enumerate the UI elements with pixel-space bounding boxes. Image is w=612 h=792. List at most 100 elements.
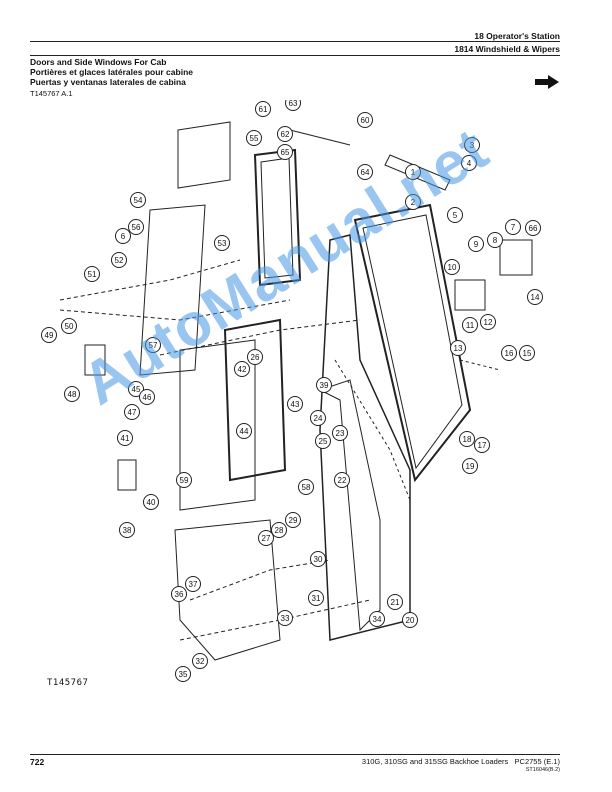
callout-10: 10: [444, 259, 460, 275]
callout-label: 36: [175, 590, 184, 599]
callout-62: 62: [277, 126, 293, 142]
callout-13: 13: [450, 340, 466, 356]
callout-circle: [462, 317, 478, 333]
callout-55: 55: [246, 130, 262, 146]
footer-catalog: PC2755 (E.1): [514, 757, 560, 766]
callout-label: 53: [218, 239, 227, 248]
callout-label: 66: [529, 224, 538, 233]
callout-label: 52: [115, 256, 124, 265]
callout-label: 14: [531, 293, 540, 302]
callout-65: 65: [277, 144, 293, 160]
figure-code: T145767: [47, 678, 89, 688]
callout-49: 49: [41, 327, 57, 343]
callout-circle: [315, 433, 331, 449]
callout-38: 38: [119, 522, 135, 538]
callout-circle: [175, 666, 191, 682]
callout-37: 37: [185, 576, 201, 592]
callout-59: 59: [176, 472, 192, 488]
callout-21: 21: [387, 594, 403, 610]
callout-circle: [255, 101, 271, 117]
callout-circle: [285, 100, 301, 111]
callout-label: 8: [493, 236, 498, 245]
callout-27: 27: [258, 530, 274, 546]
callout-5: 5: [447, 207, 463, 223]
header-rule: [30, 41, 560, 42]
next-page-arrow-icon: [535, 75, 559, 89]
callout-53: 53: [214, 235, 230, 251]
callout-circle: [480, 314, 496, 330]
callout-label: 39: [320, 381, 329, 390]
header-rule-lower: [30, 55, 560, 56]
callout-label: 9: [474, 240, 479, 249]
callout-64: 64: [357, 164, 373, 180]
callout-label: 61: [259, 105, 268, 114]
callout-label: 37: [189, 580, 198, 589]
callout-circle: [287, 396, 303, 412]
callout-66: 66: [525, 220, 541, 236]
subsection-title: 1814 Windshield & Wipers: [454, 44, 560, 54]
callout-16: 16: [501, 345, 517, 361]
callout-circle: [64, 386, 80, 402]
callout-label: 43: [291, 400, 300, 409]
callout-label: 30: [314, 555, 323, 564]
callout-label: 19: [466, 462, 475, 471]
callout-label: 65: [281, 148, 290, 157]
callout-label: 40: [147, 498, 156, 507]
callout-label: 13: [454, 344, 463, 353]
figure-id: T145767 A.1: [30, 89, 73, 98]
callout-circle: [143, 494, 159, 510]
callout-24: 24: [310, 410, 326, 426]
callout-circle: [444, 259, 460, 275]
callout-circle: [258, 530, 274, 546]
callout-label: 46: [143, 393, 152, 402]
callout-circle: [461, 155, 477, 171]
callout-22: 22: [334, 472, 350, 488]
callout-circle: [316, 377, 332, 393]
callout-label: 58: [302, 483, 311, 492]
callout-circle: [119, 522, 135, 538]
callout-25: 25: [315, 433, 331, 449]
callout-6: 6: [115, 228, 131, 244]
callout-circle: [464, 137, 480, 153]
callout-circle: [298, 479, 314, 495]
callout-circle: [124, 404, 140, 420]
title-spanish: Puertas y ventanas laterales de cabina: [30, 77, 186, 87]
callout-circle: [247, 349, 263, 365]
footer-code: ST16046(B.2): [525, 767, 560, 773]
callout-circle: [234, 361, 250, 377]
callout-29: 29: [285, 512, 301, 528]
callout-label: 18: [463, 435, 472, 444]
callout-label: 57: [149, 341, 158, 350]
callout-label: 64: [361, 168, 370, 177]
callout-circle: [277, 610, 293, 626]
callout-label: 51: [88, 270, 97, 279]
callout-28: 28: [271, 522, 287, 538]
callout-circle: [236, 423, 252, 439]
callout-2: 2: [405, 194, 421, 210]
callout-26: 26: [247, 349, 263, 365]
callout-circle: [277, 144, 293, 160]
callout-label: 16: [505, 349, 514, 358]
callout-19: 19: [462, 458, 478, 474]
footer-rule: [30, 754, 560, 755]
callout-circle: [387, 594, 403, 610]
page-header: 18 Operator's Station 1814 Windshield & …: [454, 30, 560, 56]
callout-circle: [214, 235, 230, 251]
callout-23: 23: [332, 425, 348, 441]
title-french: Portières et glaces latérales pour cabin…: [30, 67, 193, 77]
callout-circle: [525, 220, 541, 236]
callout-label: 7: [511, 223, 516, 232]
callout-41: 41: [117, 430, 133, 446]
callout-circle: [145, 337, 161, 353]
callout-label: 20: [406, 616, 415, 625]
callout-42: 42: [234, 361, 250, 377]
callout-label: 32: [196, 657, 205, 666]
callout-36: 36: [171, 586, 187, 602]
section-title: 18 Operator's Station: [474, 31, 560, 41]
callout-17: 17: [474, 437, 490, 453]
callout-57: 57: [145, 337, 161, 353]
callout-label: 4: [467, 159, 472, 168]
callout-30: 30: [310, 551, 326, 567]
callout-circle: [405, 164, 421, 180]
callout-circle: [369, 611, 385, 627]
